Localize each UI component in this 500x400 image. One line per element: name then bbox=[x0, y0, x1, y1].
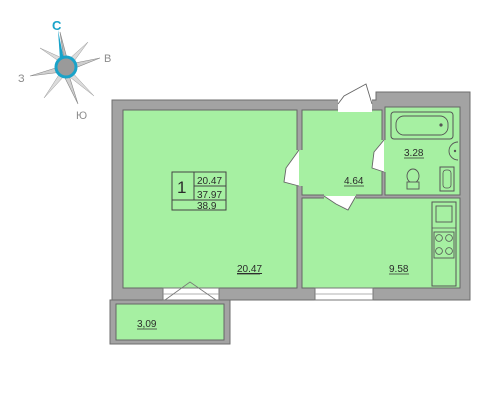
room-labels: 20.47 4.64 3.28 9.58 3,09 bbox=[137, 148, 424, 330]
kitchen-area-label: 9.58 bbox=[389, 264, 409, 275]
apartment-summary: 1 20.47 37.97 38.9 bbox=[171, 171, 227, 212]
bathtub-drain-icon bbox=[439, 123, 443, 127]
kitchen-door-leaf bbox=[323, 195, 357, 211]
bathtub-inner bbox=[395, 115, 449, 136]
balcony bbox=[109, 299, 231, 345]
kitchen-sink-icon bbox=[435, 205, 453, 223]
sink-drain-icon bbox=[453, 149, 457, 153]
entrance-door-leaf bbox=[337, 83, 373, 105]
compass-west-label: З bbox=[18, 73, 25, 85]
living-door-gap bbox=[296, 150, 303, 186]
living-area-value: 20.47 bbox=[197, 176, 222, 187]
hallway bbox=[301, 109, 383, 196]
stove-burner-1 bbox=[435, 234, 443, 242]
kitchen-fixtures bbox=[431, 201, 457, 287]
bathroom-fixtures bbox=[390, 111, 459, 192]
windows bbox=[162, 281, 374, 301]
bathroom-door-leaf bbox=[371, 139, 385, 173]
compass-east-label: В bbox=[104, 53, 111, 65]
balcony-floor bbox=[115, 303, 225, 341]
washing-machine-door bbox=[442, 169, 452, 189]
total-area-value: 37.97 bbox=[197, 190, 222, 201]
toilet-bowl-icon bbox=[406, 168, 420, 184]
doors bbox=[283, 83, 387, 211]
stove-icon bbox=[433, 231, 455, 259]
stove-burner-3 bbox=[435, 247, 443, 255]
compass-south-label: Ю bbox=[76, 110, 87, 122]
bathroom-area-label: 3.28 bbox=[404, 148, 424, 159]
hallway-area-label: 4.64 bbox=[344, 176, 364, 187]
compass: С В З Ю bbox=[18, 18, 111, 122]
living-door-leaf bbox=[283, 149, 300, 187]
summary-box bbox=[171, 171, 227, 211]
sink-icon bbox=[448, 141, 459, 161]
living-room-area-label: 20.47 bbox=[237, 264, 262, 275]
compass-ray-north-accent bbox=[58, 30, 64, 60]
rooms-count: 1 bbox=[177, 178, 186, 197]
stove-burner-2 bbox=[445, 234, 453, 242]
balcony-door-swing bbox=[164, 281, 217, 301]
balcony-area-label: 3,09 bbox=[137, 319, 157, 330]
compass-north-label: С bbox=[52, 18, 62, 33]
stove-burner-4 bbox=[445, 247, 453, 255]
total-with-balcony-value: 38.9 bbox=[197, 201, 217, 212]
compass-ring bbox=[54, 55, 78, 79]
toilet-tank-icon bbox=[406, 181, 420, 190]
